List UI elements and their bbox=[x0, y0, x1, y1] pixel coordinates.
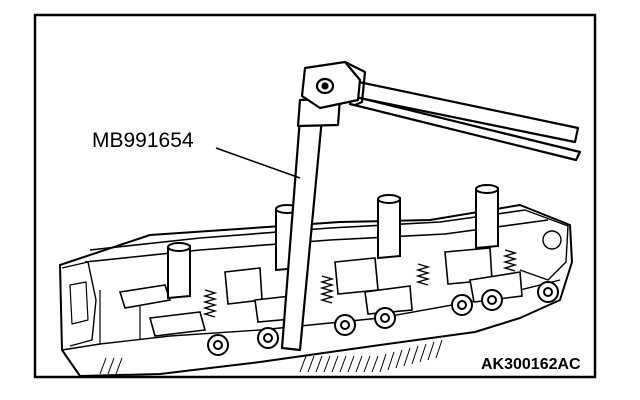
lifter-pins bbox=[167, 184, 499, 300]
callout-label: MB991654 bbox=[92, 129, 194, 152]
special-tool bbox=[280, 60, 582, 352]
figure-code: AK300162AC bbox=[481, 356, 581, 373]
callout-leader bbox=[215, 147, 301, 179]
casting-hatching bbox=[99, 339, 443, 375]
valve-springs bbox=[202, 249, 518, 318]
valve-rollers bbox=[207, 281, 559, 356]
